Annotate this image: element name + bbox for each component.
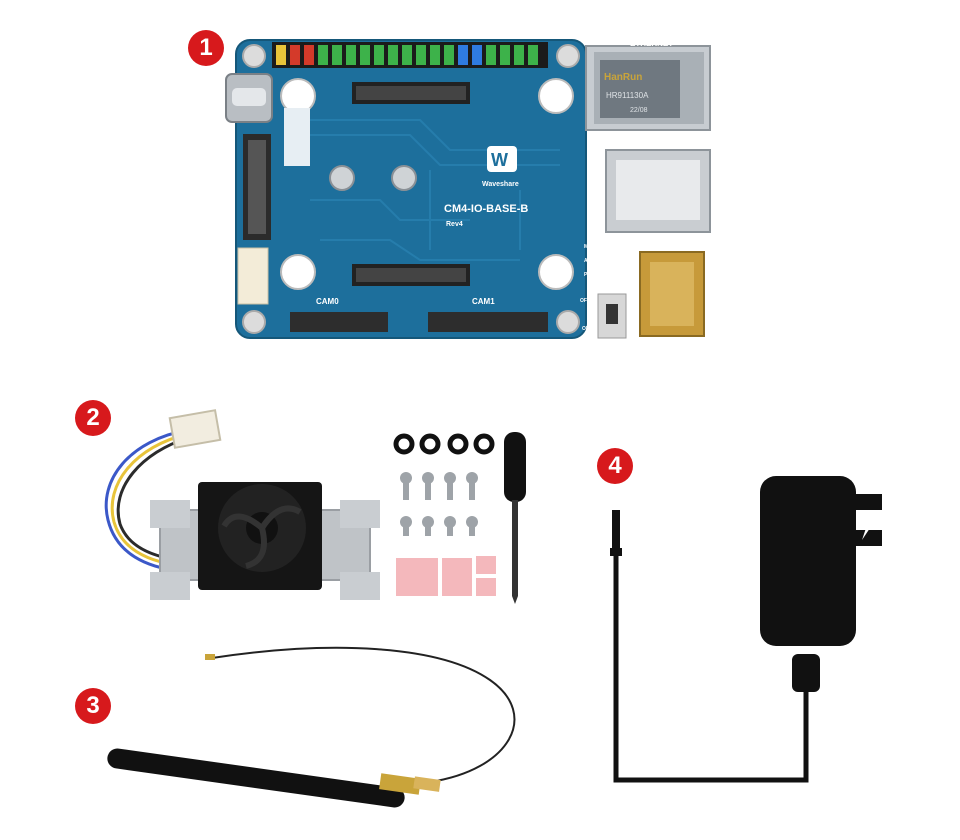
label-on: ON [582, 326, 590, 332]
badge-1: 1 [188, 30, 224, 66]
label-ethernet: ETHERNET [630, 39, 673, 48]
svg-text:W: W [491, 150, 508, 170]
brand-text: Waveshare [482, 181, 519, 188]
board-name: CM4-IO-BASE-B [444, 203, 528, 215]
badge-2: 2 [75, 400, 111, 436]
label-m2: M.2 [584, 244, 593, 250]
power-adapter [610, 476, 882, 783]
cooling-fan [104, 409, 380, 600]
badge-3: 3 [75, 688, 111, 724]
label-off: OFF [580, 298, 590, 304]
cm4-io-base-board: W ETHERNET USB 1/2 HDMI0 CAM0 CAM1 M.2 A… [225, 39, 711, 339]
label-hdmi: HDMI0 [648, 235, 673, 244]
screws-and-pads [393, 433, 496, 596]
label-pwr: PWR [584, 272, 596, 278]
label-act: ACT [584, 258, 594, 264]
badge-4: 4 [597, 448, 633, 484]
label-cam1: CAM1 [472, 297, 495, 306]
label-cam0: CAM0 [316, 297, 339, 306]
rj45-brand: HanRun [604, 72, 642, 83]
label-usb: USB 1/2 [648, 141, 679, 150]
board-rev: Rev4 [446, 221, 463, 228]
wifi-antenna [107, 646, 516, 808]
screwdriver [504, 432, 526, 604]
label-boot: BOOT [596, 284, 610, 290]
rj45-date: 22/08 [630, 107, 648, 114]
rj45-part: HR911130A [606, 91, 649, 100]
